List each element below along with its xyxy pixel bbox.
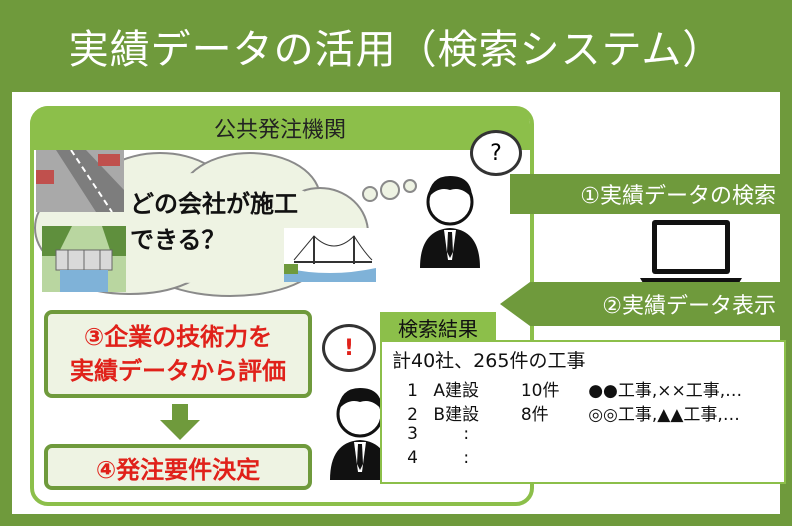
step2-banner: ②実績データ表示 xyxy=(530,282,782,326)
step4-label: ④発注要件決定 xyxy=(95,455,261,484)
row-company: : xyxy=(463,424,470,444)
person-icon xyxy=(420,176,480,268)
person-icon-2 xyxy=(330,388,390,480)
results-summary: 計40社、265件の工事 xyxy=(392,350,586,372)
result-row: 3 : xyxy=(392,424,505,444)
row-count: 8件 xyxy=(520,405,549,425)
step3-line-1: ③企業の技術力を xyxy=(83,323,273,351)
row-works: ◎◎工事,▲▲工事,… xyxy=(588,405,740,425)
row-company: B建設 xyxy=(433,405,480,425)
question-bubble: ? xyxy=(470,130,522,176)
result-row: 2 B建設 8件 ◎◎工事,▲▲工事,… xyxy=(392,400,740,425)
row-company: : xyxy=(463,448,470,468)
page-title: 実績データの活用（検索システム） xyxy=(68,27,724,73)
step1-banner: ①実績データの検索 xyxy=(510,174,782,214)
row-no: 3 xyxy=(407,424,418,444)
step2-label: ②実績データ表示 xyxy=(602,294,776,319)
thought-dots xyxy=(362,179,417,202)
row-count: 10件 xyxy=(520,381,560,401)
bridge-icon xyxy=(284,228,376,282)
result-row: 1 A建設 10件 ●●工事,××工事,… xyxy=(392,376,742,401)
result-row: 4 : xyxy=(392,448,505,468)
agency-label: 公共発注機関 xyxy=(30,106,530,150)
step3-line-2: 実績データから評価 xyxy=(70,357,286,385)
row-no: 4 xyxy=(407,448,418,468)
cloud-question: どの会社が施工 できる？ xyxy=(130,186,298,258)
row-no: 1 xyxy=(407,381,418,401)
down-arrow-icon xyxy=(160,404,200,440)
question-line-2: できる？ xyxy=(130,226,226,254)
results-tab: 検索結果 xyxy=(380,312,496,342)
laptop-icon xyxy=(640,220,742,288)
results-panel xyxy=(380,340,786,484)
road-icon xyxy=(36,150,124,212)
step4-box: ④発注要件決定 xyxy=(44,444,312,490)
question-line-1: どの会社が施工 xyxy=(130,190,298,218)
row-company: A建設 xyxy=(433,381,480,401)
dam-icon xyxy=(42,226,126,292)
row-works: ●●工事,××工事,… xyxy=(588,381,743,401)
alert-bubble: ! xyxy=(322,324,376,372)
step1-label: ①実績データの検索 xyxy=(580,184,776,209)
step2-arrow xyxy=(500,282,782,326)
step3-box: ③企業の技術力を 実績データから評価 xyxy=(44,310,312,398)
row-no: 2 xyxy=(407,405,418,425)
